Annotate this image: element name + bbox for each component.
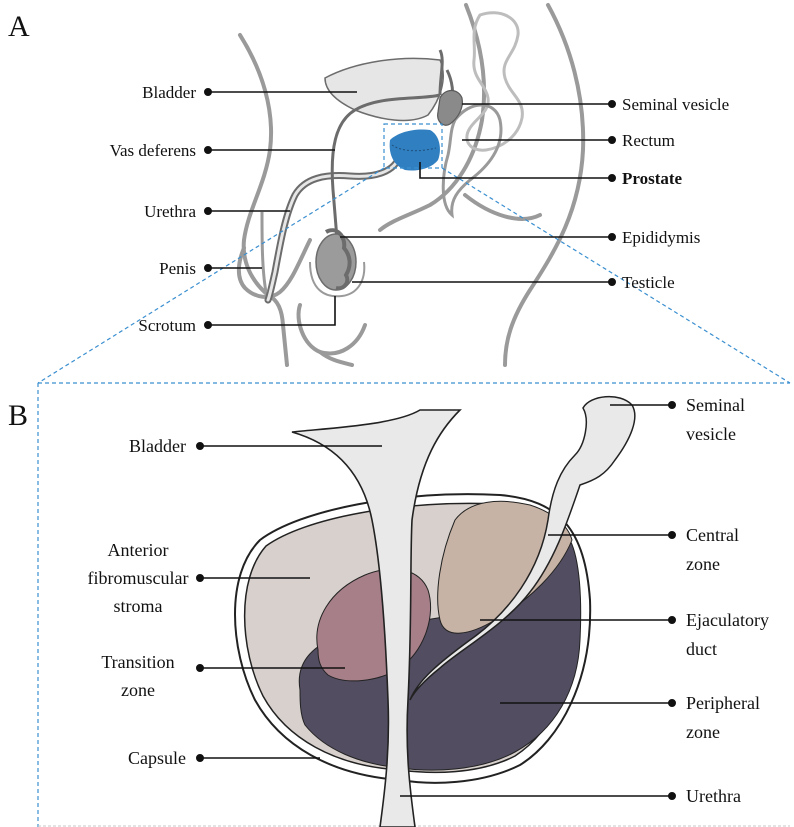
- label-a-rectum: Rectum: [622, 131, 675, 150]
- label-b-afs-line2: fibromuscular: [88, 568, 189, 588]
- label-b-tz-line1: Transition: [101, 652, 174, 672]
- label-a-seminal-vesicle: Seminal vesicle: [622, 95, 729, 114]
- label-b-ed-line2: duct: [686, 639, 717, 659]
- label-b-afs-line1: Anterior: [108, 540, 169, 560]
- label-a-testicle: Testicle: [622, 273, 675, 292]
- label-b-afs-line3: stroma: [114, 596, 163, 616]
- label-b-sv-line2: vesicle: [686, 424, 736, 444]
- bladder-shape: [325, 58, 443, 120]
- label-a-bladder: Bladder: [142, 83, 196, 102]
- label-b-cz-line2: zone: [686, 554, 720, 574]
- panel-a: A Bladder Vas deferens Urethra Penis Scr…: [8, 5, 790, 383]
- label-b-bladder: Bladder: [129, 436, 186, 456]
- sacrum-outline: [467, 13, 523, 150]
- label-b-sv-line1: Seminal: [686, 395, 745, 415]
- label-b-ed-line1: Ejaculatory: [686, 610, 769, 630]
- label-b-pz-line2: zone: [686, 722, 720, 742]
- panel-a-letter: A: [8, 10, 30, 43]
- label-a-epididymis: Epididymis: [622, 228, 700, 247]
- label-a-prostate: Prostate: [622, 169, 683, 188]
- panel-b: B Bladder Anterior fibromuscular stroma …: [8, 383, 790, 827]
- label-b-pz-line1: Peripheral: [686, 693, 760, 713]
- prostate-shape: [390, 129, 440, 170]
- label-a-penis: Penis: [159, 259, 196, 278]
- label-a-scrotum: Scrotum: [138, 316, 196, 335]
- seminal-vesicle-shape: [438, 91, 463, 126]
- projection-line-right: [442, 168, 790, 383]
- label-a-vas-deferens: Vas deferens: [110, 141, 196, 160]
- label-b-tz-line2: zone: [121, 680, 155, 700]
- label-b-urethra: Urethra: [686, 786, 741, 806]
- label-a-urethra: Urethra: [144, 202, 196, 221]
- penis-outline: [262, 212, 266, 292]
- label-b-cz-line1: Central: [686, 525, 739, 545]
- panel-b-letter: B: [8, 399, 28, 432]
- label-b-capsule: Capsule: [128, 748, 186, 768]
